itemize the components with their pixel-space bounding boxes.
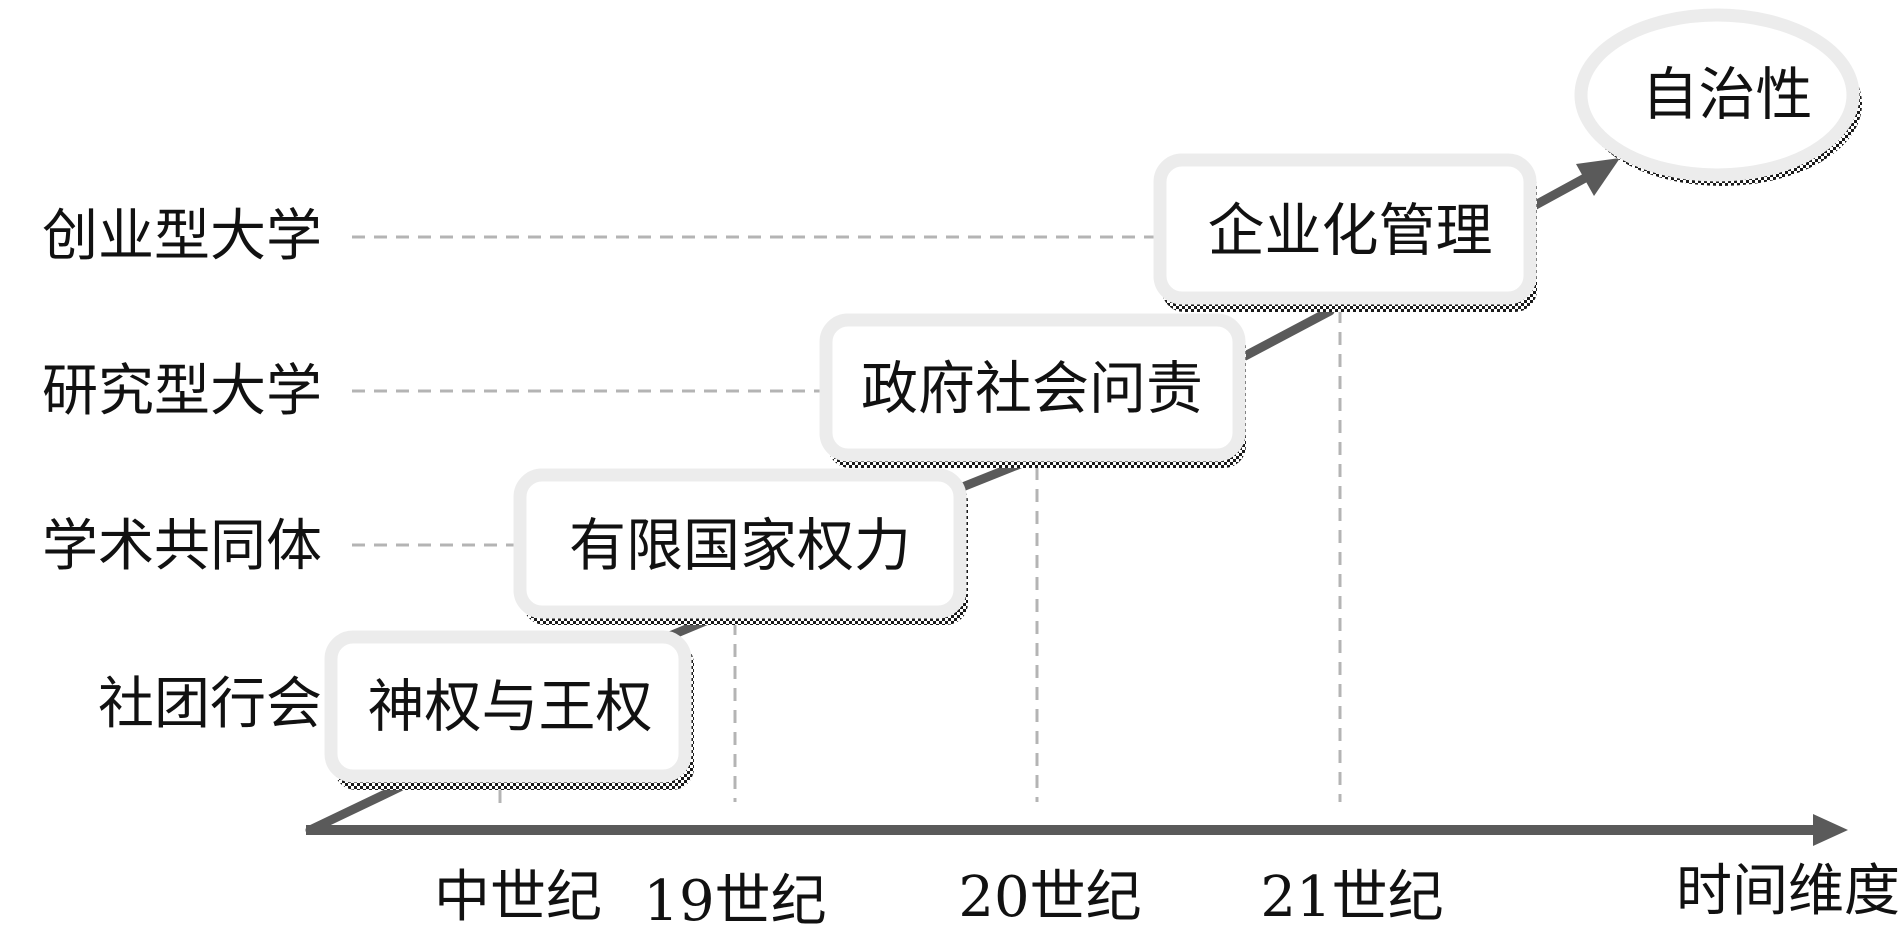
trend-arrowhead: [1576, 158, 1620, 196]
stage-box-3: 政府社会问责: [819, 313, 1246, 468]
stage-label-1: 神权与王权: [368, 674, 653, 740]
tick-label-19c: 19世纪: [643, 869, 826, 928]
stage-label-3: 政府社会问责: [861, 356, 1203, 422]
stage-box-4-frame: [1153, 153, 1537, 305]
row-label-entrepreneurial-university: 创业型大学: [42, 204, 322, 269]
stage-box-4: 企业化管理: [1153, 153, 1537, 312]
row-label-academic-community: 学术共同体: [42, 514, 322, 579]
stage-box-1: 神权与王权: [324, 630, 694, 790]
axis-tick-labels: 中世纪 19世纪 20世纪 21世纪 时间维度: [434, 859, 1900, 932]
time-axis-arrowhead: [1813, 814, 1848, 846]
horizontal-guides: [352, 235, 1160, 547]
stage-box-1-frame: [324, 630, 692, 783]
stage-label-4: 企业化管理: [1208, 198, 1493, 264]
tick-label-20c: 20世纪: [958, 865, 1141, 928]
row-label-guild: 社团行会: [98, 672, 322, 737]
stage-label-2: 有限国家权力: [569, 513, 911, 579]
goal-ellipse: 自治性: [1574, 8, 1862, 186]
tick-label-21c: 21世纪: [1260, 865, 1443, 928]
row-labels: 社团行会 学术共同体 研究型大学 创业型大学: [42, 204, 322, 737]
stage-box-2-frame: [513, 468, 967, 619]
row-label-research-university: 研究型大学: [42, 359, 322, 424]
stage-box-2: 有限国家权力: [513, 468, 968, 625]
vertical-guides: [498, 310, 1342, 808]
tick-label-medieval: 中世纪: [434, 865, 602, 928]
axis-title: 时间维度: [1676, 859, 1900, 924]
goal-label: 自治性: [1642, 62, 1813, 128]
stage-box-3-frame: [819, 313, 1246, 462]
goal-ellipse-frame: [1574, 8, 1860, 182]
